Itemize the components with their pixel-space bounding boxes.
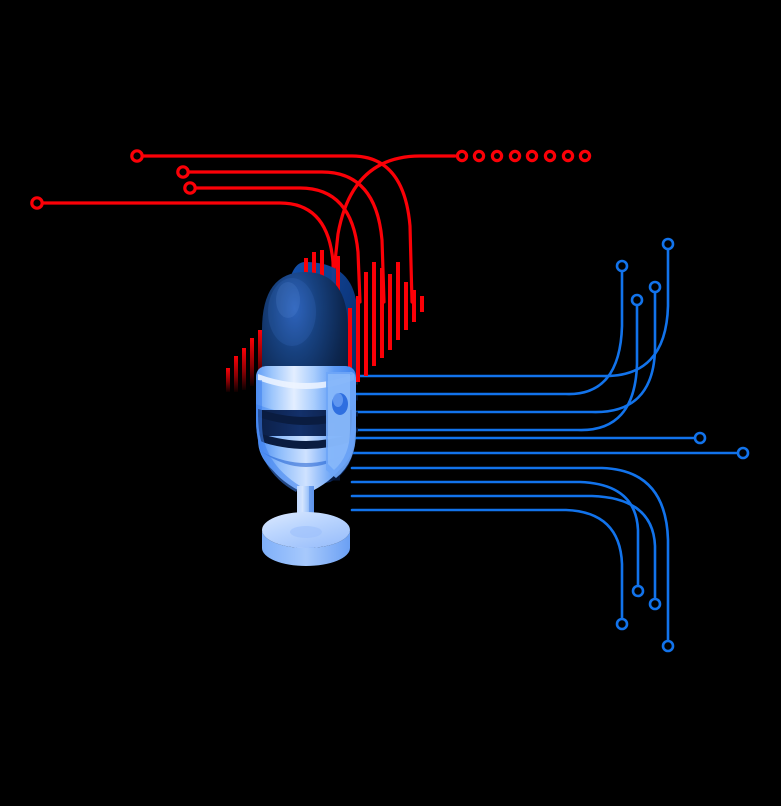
base-stem-shadow xyxy=(290,526,322,538)
blue-circuit-group xyxy=(350,248,740,643)
red-dot[interactable] xyxy=(508,149,522,163)
wave-bar xyxy=(226,368,230,392)
wave-bar xyxy=(258,330,262,384)
red-endpoint-2[interactable] xyxy=(176,165,190,179)
blue-trace-l2 xyxy=(350,480,640,588)
blue-endpoint-l4[interactable] xyxy=(615,617,629,631)
blue-endpoint-l3[interactable] xyxy=(648,597,662,611)
red-trace-1 xyxy=(140,154,414,304)
red-trace-2 xyxy=(186,170,386,304)
wave-bar xyxy=(336,256,340,300)
blue-trace-l4 xyxy=(350,508,624,621)
wave-bar xyxy=(250,338,254,386)
blue-endpoint-l1[interactable] xyxy=(661,639,675,653)
red-dot[interactable] xyxy=(490,149,504,163)
wave-bar xyxy=(388,274,392,350)
wave-bar xyxy=(320,250,324,298)
blue-endpoint-u2[interactable] xyxy=(615,259,629,273)
red-dot[interactable] xyxy=(525,149,539,163)
wave-bar xyxy=(364,272,368,376)
red-dot[interactable] xyxy=(578,149,592,163)
blue-endpoint-group xyxy=(615,237,750,653)
blue-trace-u3 xyxy=(350,291,657,414)
mic-collar-assembly xyxy=(256,366,356,494)
red-dot[interactable] xyxy=(455,149,469,163)
waveform-right xyxy=(348,262,424,386)
wave-bar xyxy=(242,348,246,390)
wave-bar xyxy=(356,296,360,382)
red-endpoint-3[interactable] xyxy=(183,181,197,195)
red-trace-3 xyxy=(193,186,362,304)
wave-bar xyxy=(372,262,376,366)
red-dot[interactable] xyxy=(472,149,486,163)
wave-bar xyxy=(404,282,408,330)
blue-trace-u2 xyxy=(350,270,624,396)
red-endpoint-4[interactable] xyxy=(30,196,44,210)
red-circuit-group xyxy=(40,154,457,304)
capsule-gloss xyxy=(268,278,316,346)
blue-trace-l1 xyxy=(350,466,670,643)
blue-endpoint-l2[interactable] xyxy=(631,584,645,598)
red-endpoint-1[interactable] xyxy=(130,149,144,163)
blue-endpoint-h2[interactable] xyxy=(736,446,750,460)
blue-endpoint-u3[interactable] xyxy=(648,280,662,294)
capsule-gloss-2 xyxy=(276,282,300,318)
red-dot[interactable] xyxy=(561,149,575,163)
red-dot-row xyxy=(455,149,592,163)
blue-trace-u4 xyxy=(350,304,639,432)
wave-bar xyxy=(412,290,416,322)
blue-endpoint-h1[interactable] xyxy=(693,431,707,445)
wave-bar xyxy=(234,356,238,392)
blue-endpoint-u1[interactable] xyxy=(661,237,675,251)
wave-bar xyxy=(396,262,400,340)
wave-bar xyxy=(380,268,384,358)
blue-trace-l3 xyxy=(350,494,657,601)
red-trace-4 xyxy=(40,201,336,304)
wave-bar xyxy=(420,296,424,312)
red-dot[interactable] xyxy=(543,149,557,163)
side-button-knob-highlight xyxy=(333,393,343,407)
red-trace-top-right xyxy=(329,154,457,300)
red-endpoint-group xyxy=(30,149,197,210)
mic-base xyxy=(262,512,350,566)
wave-bar xyxy=(348,308,352,386)
blue-endpoint-u4[interactable] xyxy=(630,293,644,307)
